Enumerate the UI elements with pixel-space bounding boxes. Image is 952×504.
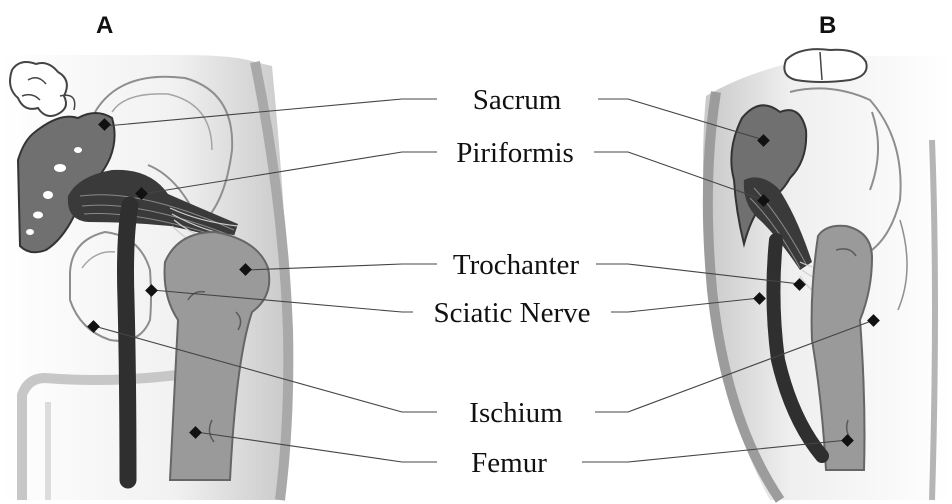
label-trochanter: Trochanter [453, 249, 580, 281]
panel-label-b: B [819, 12, 836, 39]
label-sacrum: Sacrum [473, 84, 562, 116]
label-piriformis: Piriformis [456, 137, 574, 169]
label-femur: Femur [471, 447, 547, 479]
panel-a: A [0, 12, 290, 500]
anatomy-labels: Sacrum Piriformis Trochanter Sciatic Ner… [433, 84, 590, 479]
sciatic-nerve-a [126, 205, 131, 480]
label-sciatic-nerve: Sciatic Nerve [433, 297, 590, 329]
label-ischium: Ischium [469, 397, 563, 429]
panel-b: B [703, 12, 952, 500]
panel-label-a: A [96, 12, 113, 39]
vertebra-b [784, 49, 866, 82]
